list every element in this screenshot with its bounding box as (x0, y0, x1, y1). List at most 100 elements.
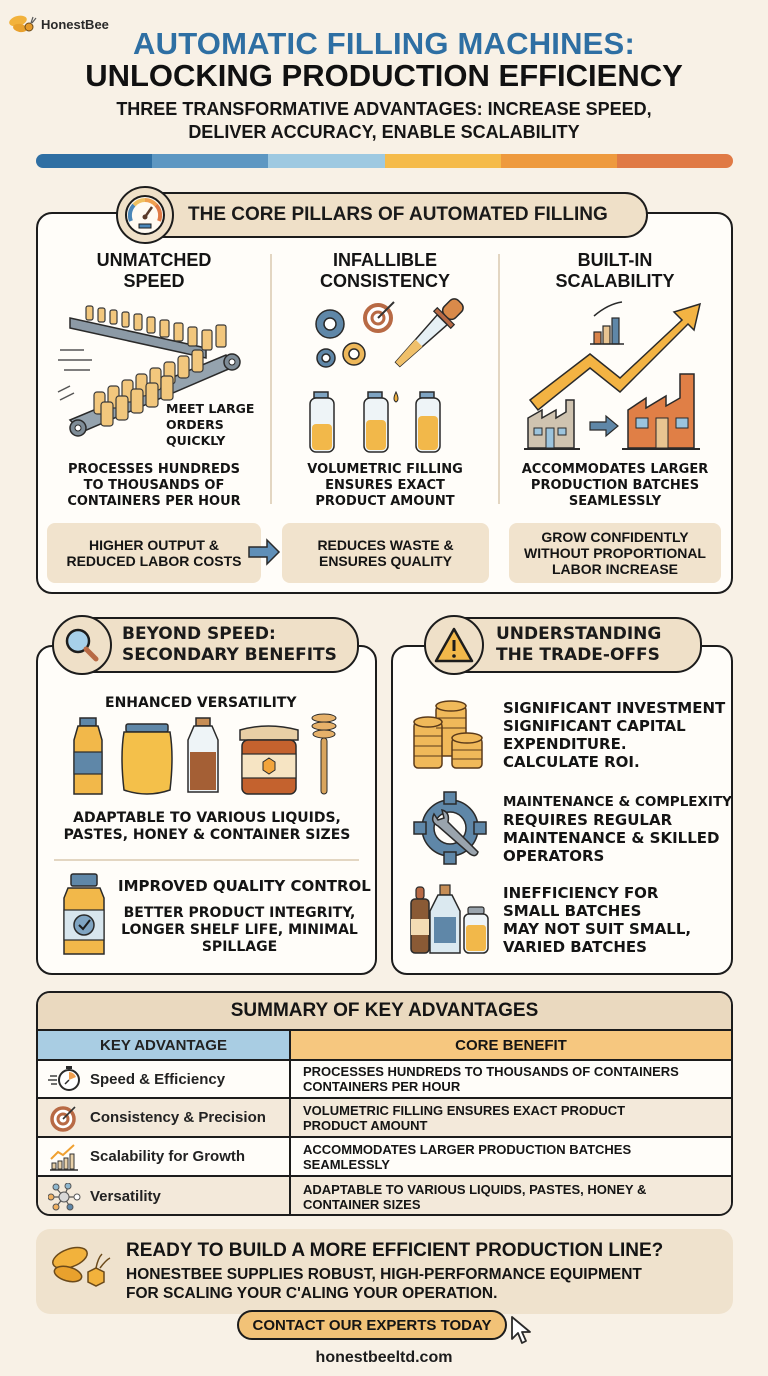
core-pillars-header: THE CORE PILLARS OF AUTOMATED FILLING (116, 186, 648, 244)
benefit-line: ENSURES QUALITY (318, 553, 452, 569)
contact-experts-button[interactable]: CONTACT OUR EXPERTS TODAY (237, 1310, 507, 1340)
warning-icon (424, 615, 484, 675)
title-line: THE TRADE-OFFS (496, 645, 660, 665)
pillar-scalability-desc: ACCOMMODATES LARGER PRODUCTION BATCHES S… (505, 462, 725, 510)
color-segment (152, 154, 269, 168)
desc-line: PASTES, HONEY & CONTAINER SIZES (63, 827, 351, 843)
growth-arrow-factory-icon (524, 301, 702, 450)
desc-line: PRODUCT AMOUNT (315, 494, 455, 509)
network-nodes-icon (48, 1182, 81, 1210)
table-row: Scalability for Growth ACCOMMODATES LARG… (38, 1138, 731, 1177)
contact-button-label: CONTACT OUR EXPERTS TODAY (252, 1316, 492, 1334)
callout-line: MEET LARGE (166, 401, 255, 416)
color-segment (36, 154, 153, 168)
table-row: Speed & Efficiency PROCESSES HUNDREDS TO… (38, 1061, 731, 1099)
tradeoff-head: SIGNIFICANT INVESTMENT (503, 699, 726, 717)
desc-line: ENSURES EXACT (325, 478, 445, 493)
tradeoff-line: SIGNIFICANT CAPITAL (503, 717, 686, 735)
page-title-line2: UNLOCKING PRODUCTION EFFICIENCY (85, 58, 683, 93)
website-url[interactable]: honestbeeltd.com (315, 1349, 453, 1366)
benefit-box-consistency: REDUCES WASTE & ENSURES QUALITY (282, 523, 489, 583)
bee-logo-icon (9, 15, 37, 33)
table-header-row: KEY ADVANTAGE CORE BENEFIT (38, 1031, 731, 1061)
callout-line: QUICKLY (166, 433, 226, 448)
benefit-cell: ADAPTABLE TO VARIOUS LIQUIDS, PASTES, HO… (291, 1177, 731, 1214)
tradeoff-head: INEFFICIENCY FOR (503, 884, 659, 902)
benefit-line: VOLUMETRIC FILLING ENSURES EXACT PRODUCT (303, 1102, 626, 1118)
title-line: UNMATCHED (96, 250, 212, 270)
title-line: CONSISTENCY (319, 271, 451, 291)
table-row: Versatility ADAPTABLE TO VARIOUS LIQUIDS… (38, 1177, 731, 1214)
benefit-line: SEAMLESSLY (303, 1156, 390, 1172)
growth-chart-icon (50, 1143, 78, 1171)
table-row: Consistency & Precision VOLUMETRIC FILLI… (38, 1099, 731, 1138)
column-divider (270, 254, 272, 504)
benefit-line: WITHOUT PROPORTIONAL (524, 545, 706, 561)
tradeoff-small-batches: INEFFICIENCY FOR SMALL BATCHES MAY NOT S… (503, 884, 691, 956)
benefit-box-scalability: GROW CONFIDENTLY WITHOUT PROPORTIONAL LA… (509, 523, 721, 583)
tradeoff-line: CALCULATE ROI. (503, 753, 640, 771)
color-segment (268, 154, 385, 168)
tradeoff-line: MAINTENANCE & SKILLED (503, 829, 720, 847)
desc-line: PROCESSES HUNDREDS (67, 462, 241, 477)
coin-stacks-icon (413, 700, 483, 769)
desc-line: TO THOUSANDS OF (83, 478, 225, 493)
benefit-line: REDUCES WASTE & (317, 537, 454, 553)
gear-wrench-icon (413, 791, 487, 865)
advantage-label: Speed & Efficiency (90, 1070, 226, 1088)
secondary-benefits-title: BEYOND SPEED: SECONDARY BENEFITS (122, 624, 337, 666)
speedometer-icon (116, 186, 174, 244)
benefit-line: HIGHER OUTPUT & (89, 537, 219, 553)
desc-line: ADAPTABLE TO VARIOUS LIQUIDS, (73, 810, 341, 826)
speed-callout: MEET LARGE ORDERS QUICKLY (164, 401, 257, 449)
benefit-line: ADAPTABLE TO VARIOUS LIQUIDS, PASTES, HO… (303, 1181, 647, 1197)
secondary-benefits-header: BEYOND SPEED: SECONDARY BENEFITS (52, 615, 359, 675)
desc-line: LONGER SHELF LIFE, MINIMAL (121, 922, 358, 938)
tradeoff-line: REQUIRES REGULAR (503, 811, 673, 829)
conveyor-belt-bottles-icon (57, 305, 241, 437)
cta-body: HONESTBEE SUPPLIES ROBUST, HIGH-PERFORMA… (126, 1265, 642, 1303)
advantage-label: Consistency & Precision (90, 1109, 266, 1126)
tradeoffs-title: UNDERSTANDING THE TRADE-OFFS (496, 624, 661, 666)
title-line: SCALABILITY (555, 271, 675, 291)
gears-target-dropper-icon (309, 298, 464, 453)
tradeoff-line: MAY NOT SUIT SMALL, (503, 920, 692, 938)
benefit-line: GROW CONFIDENTLY (541, 529, 689, 545)
column-divider (498, 254, 500, 504)
small-bottles-icon (410, 884, 489, 954)
desc-line: SEAMLESSLY (568, 494, 662, 509)
target-icon (50, 1105, 76, 1132)
color-segment (500, 154, 617, 168)
tradeoff-investment: SIGNIFICANT INVESTMENT SIGNIFICANT CAPIT… (503, 699, 725, 771)
benefit-line: REDUCED LABOR COSTS (66, 553, 242, 569)
brand-name: HonestBee (41, 16, 109, 32)
cta-body-line: HONESTBEE SUPPLIES ROBUST, HIGH-PERFORMA… (126, 1266, 642, 1283)
bee-icon (52, 1246, 111, 1287)
tradeoff-maintenance: MAINTENANCE & COMPLEXITY REQUIRES REGULA… (503, 793, 732, 865)
page-title-line1: AUTOMATIC FILLING MACHINES: (133, 26, 635, 61)
column-header-advantage: KEY ADVANTAGE (38, 1031, 291, 1059)
containers-honey-icon (73, 713, 337, 795)
pillar-consistency-title: INFALLIBLE CONSISTENCY (275, 250, 495, 292)
benefit-box-speed: HIGHER OUTPUT & REDUCED LABOR COSTS (47, 523, 261, 583)
advantage-label: Scalability for Growth (90, 1148, 246, 1165)
section-divider (54, 859, 359, 861)
advantage-cell: Consistency & Precision (38, 1099, 291, 1136)
advantage-cell: Speed & Efficiency (38, 1061, 291, 1097)
title-line: BEYOND SPEED: (122, 624, 276, 644)
brand-logo[interactable]: HonestBee (8, 12, 109, 36)
color-segment (616, 154, 733, 168)
color-bar-divider (36, 154, 733, 168)
color-segment (384, 154, 501, 168)
benefit-cell: PROCESSES HUNDREDS TO THOUSANDS OF CONTA… (291, 1061, 731, 1097)
benefit-line: CONTAINER SIZES (303, 1196, 421, 1212)
tradeoffs-header: UNDERSTANDING THE TRADE-OFFS (424, 615, 702, 675)
advantage-cell: Scalability for Growth (38, 1138, 291, 1175)
desc-line: BETTER PRODUCT INTEGRITY, (123, 905, 356, 921)
versatility-desc: ADAPTABLE TO VARIOUS LIQUIDS, PASTES, HO… (46, 810, 368, 844)
magnifier-icon (52, 615, 112, 675)
cursor-pointer-icon (511, 1316, 531, 1344)
benefit-cell: VOLUMETRIC FILLING ENSURES EXACT PRODUCT… (291, 1099, 731, 1136)
desc-line: VOLUMETRIC FILLING (307, 462, 463, 477)
